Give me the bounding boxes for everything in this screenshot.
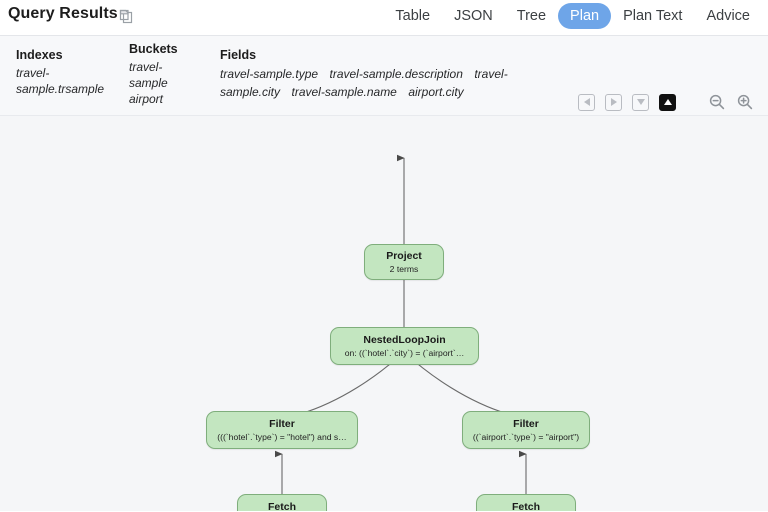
- nav-up-button[interactable]: [659, 93, 676, 111]
- plan-node-filter-hotel[interactable]: Filter (((`hotel`.`type`) = "hotel") and…: [206, 411, 358, 449]
- plan-node-title: Filter: [269, 417, 295, 430]
- tab-table[interactable]: Table: [395, 8, 431, 24]
- plan-node-title: Filter: [513, 417, 539, 430]
- tab-tree[interactable]: Tree: [516, 8, 547, 24]
- plan-node-fetch-hotel[interactable]: Fetch travel-sample as hotel: [237, 494, 327, 511]
- fields-value-4: airport.city: [408, 85, 464, 99]
- indexes-column: Indexes travel-sample.trsample: [16, 48, 108, 97]
- buckets-value-0: travel-sample: [129, 60, 168, 90]
- plan-node-subtitle: ((`airport`.`type`) = "airport"): [472, 431, 580, 442]
- buckets-value-1: airport: [129, 92, 164, 106]
- tab-plan-text[interactable]: Plan Text: [623, 8, 683, 24]
- fields-value-2: travel-sample.city: [220, 67, 508, 99]
- fields-value-1: travel-sample.description: [329, 67, 463, 81]
- copy-icon[interactable]: [117, 8, 135, 26]
- fields-value-0: travel-sample.type: [220, 67, 319, 81]
- fields-label: Fields: [220, 48, 257, 62]
- tab-json[interactable]: JSON: [454, 8, 493, 24]
- plan-info-bar: Indexes travel-sample.trsample Buckets t…: [0, 36, 768, 116]
- zoom-out-icon[interactable]: [708, 93, 726, 111]
- fields-column: Fields travel-sample.type travel-sample.…: [220, 48, 510, 101]
- zoom-in-icon[interactable]: [736, 93, 754, 111]
- plan-graph-canvas[interactable]: Project 2 terms NestedLoopJoin on: ((`ho…: [0, 116, 768, 511]
- tab-advice[interactable]: Advice: [706, 8, 750, 24]
- indexes-value: travel-sample.trsample: [16, 66, 105, 96]
- plan-node-title: NestedLoopJoin: [363, 333, 446, 346]
- plan-node-subtitle: on: ((`hotel`.`city`) = (`airport`…: [344, 347, 465, 358]
- fields-values: travel-sample.type travel-sample.descrip…: [220, 65, 508, 101]
- plan-node-title: Fetch: [267, 500, 296, 512]
- tab-plan[interactable]: Plan: [558, 3, 612, 29]
- plan-node-subtitle: 2 terms: [389, 263, 419, 274]
- plan-node-title: Project: [386, 249, 422, 262]
- view-tabs: Table JSON Tree Plan Plan Text Advice: [383, 3, 762, 29]
- buckets-column: Buckets travel-sample airport: [129, 42, 181, 107]
- nav-down-button[interactable]: [632, 93, 649, 111]
- nav-left-button[interactable]: [578, 93, 595, 111]
- nav-right-button[interactable]: [605, 93, 622, 111]
- plan-node-fetch-airport[interactable]: Fetch travel-sample as airport: [476, 494, 576, 511]
- buckets-label: Buckets: [129, 42, 178, 56]
- plan-node-filter-airport[interactable]: Filter ((`airport`.`type`) = "airport"): [462, 411, 590, 449]
- plan-edges: [274, 154, 527, 494]
- plan-toolbar: [578, 93, 754, 111]
- fields-value-3: travel-sample.name: [291, 85, 397, 99]
- plan-node-title: Fetch: [511, 500, 540, 512]
- indexes-label: Indexes: [16, 48, 63, 62]
- plan-node-project[interactable]: Project 2 terms: [364, 244, 444, 280]
- header-bar: Query Results Table JSON Tree Plan Plan …: [0, 0, 768, 36]
- plan-node-nestedloopjoin[interactable]: NestedLoopJoin on: ((`hotel`.`city`) = (…: [330, 327, 479, 365]
- plan-node-subtitle: (((`hotel`.`type`) = "hotel") and s…: [217, 431, 347, 442]
- page-title: Query Results: [8, 5, 118, 22]
